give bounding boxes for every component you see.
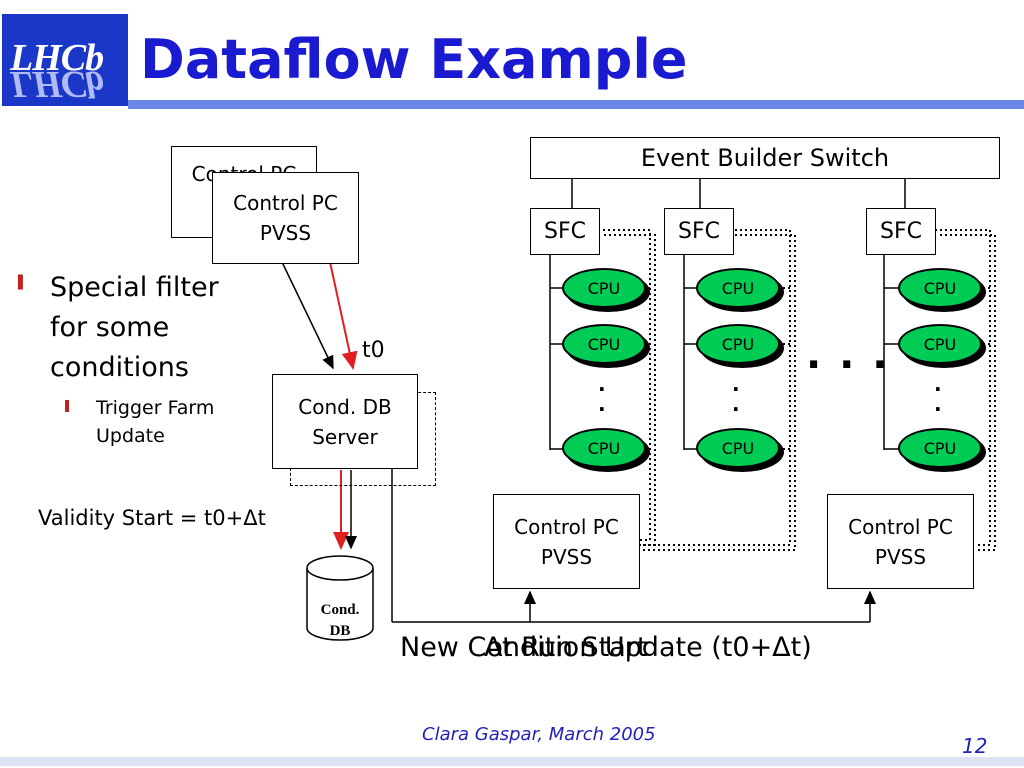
cpu-node: CPU	[898, 324, 982, 364]
at-run-start-label: At Run Start	[484, 632, 648, 663]
control-pc-pvss-top: Control PC PVSS	[212, 172, 359, 264]
bullet-special-filter: Special filter for some conditions	[50, 272, 219, 383]
cpu-node: CPU	[696, 324, 780, 364]
sfc-2: SFC	[664, 208, 734, 255]
slide-title: Dataflow Example	[140, 28, 688, 91]
farm-ellipsis: . . .	[806, 332, 890, 378]
sfc-3: SFC	[866, 208, 936, 255]
sub-bullet-marker-icon: ❚	[62, 398, 73, 412]
cpu-node: CPU	[562, 428, 646, 468]
cpu-continuation-dots: . .	[934, 372, 942, 416]
title-rule	[128, 100, 1024, 109]
logo-text: LHCb	[10, 37, 104, 79]
cpu-node: CPU	[696, 428, 780, 468]
lhcb-logo: LHCb LHCb	[2, 14, 128, 106]
cpu-continuation-dots: . .	[732, 372, 740, 416]
page-number: 12	[962, 734, 988, 758]
sfc-1: SFC	[530, 208, 600, 255]
cpu-node: CPU	[562, 268, 646, 308]
cpu-node: CPU	[562, 324, 646, 364]
cpu-continuation-dots: . .	[598, 372, 606, 416]
event-builder-switch: Event Builder Switch	[530, 137, 1000, 179]
new-condition-update-label: New Condition Update (t0+Δt)	[400, 632, 812, 663]
footer-author: Clara Gaspar, March 2005	[422, 724, 656, 745]
footer-rule	[0, 757, 1024, 766]
cpu-node: CPU	[898, 268, 982, 308]
control-pc-pvss-farm-2: Control PC PVSS	[827, 494, 974, 589]
cpu-node: CPU	[696, 268, 780, 308]
cond-db-label: Cond. DB	[320, 602, 360, 639]
bullet-marker-icon: ❚	[14, 272, 27, 290]
bullet-trigger-farm: Trigger Farm Update	[96, 397, 215, 447]
t0-label: t0	[362, 338, 385, 363]
control-pc-pvss-farm-1: Control PC PVSS	[493, 494, 640, 589]
cond-db-server: Cond. DB Server	[272, 374, 418, 469]
validity-start-label: Validity Start = t0+Δt	[38, 506, 266, 530]
cpu-node: CPU	[898, 428, 982, 468]
